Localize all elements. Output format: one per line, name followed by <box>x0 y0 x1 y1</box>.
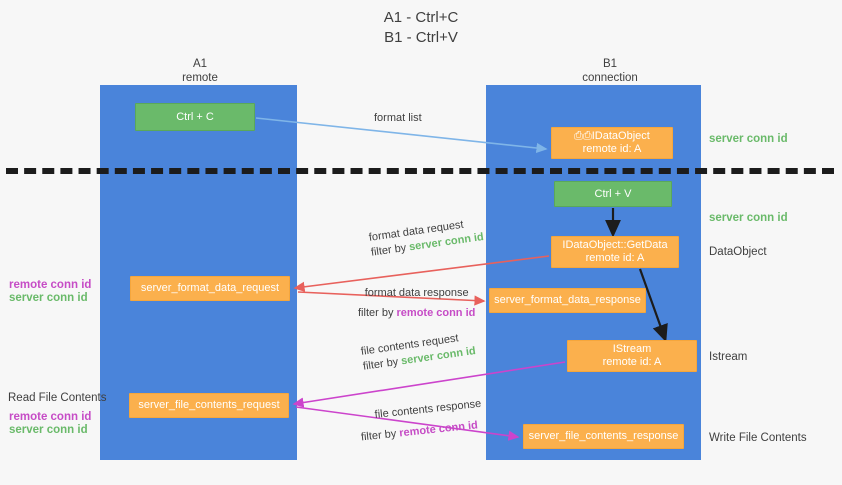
node-server-file-contents-request[interactable]: server_file_contents_request <box>129 393 289 418</box>
node-server-file-contents-response-label: server_file_contents_response <box>528 430 679 442</box>
edge-label-format-list: format list <box>374 112 422 124</box>
node-idataobject-sub: remote id: A <box>582 143 642 155</box>
label-remote-conn-id-2: remote conn id <box>9 411 92 423</box>
arrow-format-data-response <box>297 291 486 306</box>
edge-label-format-data-response: format data response filter by remote co… <box>358 286 475 321</box>
lane-header-b1: B1 connection <box>540 57 680 85</box>
title-line-1: A1 - Ctrl+C <box>383 9 459 26</box>
edge-label-format-data-response-filter: filter by remote conn id <box>358 306 475 321</box>
lane-b1-role: connection <box>582 72 638 84</box>
label-server-conn-id-mid: server conn id <box>709 212 788 224</box>
label-server-conn-id-1: server conn id <box>9 292 88 304</box>
node-ctrl-v-label: Ctrl + V <box>594 187 632 200</box>
node-getdata[interactable]: IDataObject::GetData remote id: A <box>551 236 679 268</box>
node-istream-sub: remote id: A <box>602 356 662 368</box>
diagram-title: A1 - Ctrl+C B1 - Ctrl+V <box>0 8 842 48</box>
node-ctrl-c[interactable]: Ctrl + C <box>135 103 255 131</box>
node-ctrl-c-label: Ctrl + C <box>176 110 214 123</box>
title-line-2: B1 - Ctrl+V <box>384 29 458 46</box>
label-file-contents-conn-ids: remote conn id server conn id <box>9 411 91 437</box>
lane-header-a1: A1 remote <box>130 57 270 85</box>
node-ctrl-v[interactable]: Ctrl + V <box>554 181 672 207</box>
node-server-format-data-response-label: server_format_data_response <box>494 294 641 306</box>
label-read-file-contents: Read File Contents <box>8 392 107 404</box>
label-remote-conn-id-1: remote conn id <box>9 279 92 291</box>
arrow-file-contents-response <box>295 406 520 441</box>
node-server-format-data-request-label: server_format_data_request <box>140 282 280 294</box>
filter-prefix: filter by <box>370 241 411 259</box>
lane-b1-name: B1 <box>602 58 618 70</box>
node-server-format-data-request[interactable]: server_format_data_request <box>130 276 290 301</box>
edge-label-format-data-response-main: format data response <box>364 287 469 299</box>
label-dataobject: DataObject <box>709 246 767 258</box>
arrow-getdata-to-istream <box>638 268 668 343</box>
arrow-file-contents-request <box>292 361 566 408</box>
node-idataobject-title: ⎙⎙IDataObject <box>574 130 650 142</box>
label-server-conn-id-top: server conn id <box>709 133 788 145</box>
lane-a1-name: A1 <box>192 58 208 70</box>
label-write-file-contents: Write File Contents <box>709 432 807 444</box>
filter-prefix: filter by <box>362 355 403 373</box>
filter-value-remote-conn-id: remote conn id <box>396 307 476 319</box>
node-istream-title: IStream <box>612 343 652 355</box>
filter-prefix: filter by <box>358 307 397 319</box>
lane-a1-role: remote <box>182 72 218 84</box>
node-server-file-contents-request-label: server_file_contents_request <box>138 399 280 411</box>
label-istream: Istream <box>709 351 748 363</box>
phase-divider <box>6 168 834 174</box>
arrow-format-data-request <box>293 255 550 292</box>
node-server-file-contents-response[interactable]: server_file_contents_response <box>523 424 684 449</box>
node-istream[interactable]: IStream remote id: A <box>567 340 697 372</box>
filter-prefix: filter by <box>360 427 400 444</box>
node-server-format-data-response[interactable]: server_format_data_response <box>489 288 646 313</box>
node-getdata-title: IDataObject::GetData <box>562 239 668 251</box>
label-server-conn-id-2: server conn id <box>9 424 88 436</box>
arrow-format-list <box>255 117 548 154</box>
node-getdata-sub: remote id: A <box>585 252 645 264</box>
label-format-data-conn-ids: remote conn id server conn id <box>9 279 91 305</box>
node-idataobject[interactable]: ⎙⎙IDataObject remote id: A <box>551 127 673 159</box>
